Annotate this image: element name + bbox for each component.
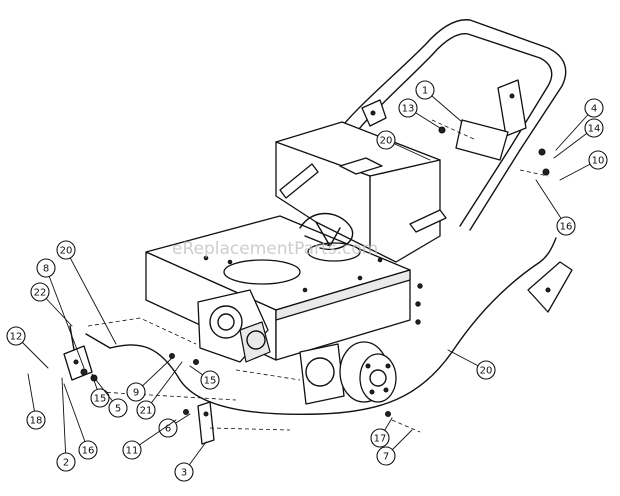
callout-circle: [588, 150, 608, 170]
callout-13: 13: [398, 98, 441, 129]
callout-circle: [122, 440, 142, 460]
callout-circle: [30, 282, 50, 302]
callout-label: 15: [204, 376, 217, 387]
callout-circle: [415, 80, 435, 100]
callout-leader: [65, 249, 117, 345]
callout-21: 21: [136, 361, 183, 420]
callout-label: 6: [165, 424, 171, 435]
callout-16: 16: [63, 383, 98, 460]
handle-bracket-left: [361, 99, 387, 127]
pedal-bracket: [527, 261, 573, 313]
callout-circle: [6, 326, 26, 346]
callout-7: 7: [376, 429, 413, 466]
callout-leader: [61, 377, 67, 463]
callout-label: 16: [82, 446, 95, 457]
callout-label: 13: [402, 104, 415, 115]
hardware: [80, 126, 550, 417]
callout-circle: [158, 418, 178, 438]
callout-circle: [584, 118, 604, 138]
callout-leader: [63, 383, 89, 451]
callout-label: 20: [480, 366, 493, 377]
callout-20: 20: [447, 349, 496, 380]
callout-circle: [174, 462, 194, 482]
callout-label: 18: [30, 416, 43, 427]
callouts: 1132041410162082212181551629211561132017…: [6, 80, 608, 482]
callout-2: 2: [56, 377, 76, 472]
shift-rod: [197, 401, 215, 445]
callout-14: 14: [553, 118, 604, 159]
callout-label: 8: [43, 264, 49, 275]
callout-circle: [370, 428, 390, 448]
callout-label: 11: [126, 446, 139, 457]
upper-housing: [275, 121, 447, 263]
callout-18: 18: [26, 373, 46, 430]
callout-label: 2: [63, 458, 69, 469]
callout-1: 1: [415, 80, 463, 123]
callout-15: 15: [189, 365, 220, 390]
callout-12: 12: [6, 326, 49, 369]
gearbox-left: [197, 289, 271, 363]
callout-label: 7: [383, 452, 389, 463]
callout-11: 11: [122, 419, 177, 460]
handle-bracket-right: [497, 79, 527, 137]
callout-20: 20: [376, 130, 431, 161]
callout-label: 15: [94, 394, 107, 405]
callout-circle: [90, 388, 110, 408]
callout-9: 9: [126, 357, 173, 402]
callout-circle: [584, 98, 604, 118]
callout-5: 5: [95, 379, 128, 418]
callout-10: 10: [559, 150, 608, 181]
handle-plate: [455, 119, 509, 161]
callout-circle: [200, 370, 220, 390]
callout-17: 17: [370, 417, 393, 448]
callout-circle: [108, 398, 128, 418]
callout-label: 1: [422, 86, 428, 97]
watermark: eReplacementParts.com: [172, 239, 378, 259]
callout-leader: [145, 361, 183, 411]
callout-circle: [376, 446, 396, 466]
callout-circle: [476, 360, 496, 380]
callout-circle: [126, 382, 146, 402]
callout-8: 8: [36, 258, 85, 369]
callout-15: 15: [90, 373, 110, 408]
callout-label: 5: [115, 404, 121, 415]
callout-circle: [56, 452, 76, 472]
callout-label: 14: [588, 124, 601, 135]
callout-16: 16: [535, 179, 576, 236]
callout-label: 12: [10, 332, 23, 343]
callout-circle: [56, 240, 76, 260]
callout-3: 3: [174, 441, 207, 482]
callout-label: 17: [374, 434, 387, 445]
callout-label: 4: [591, 104, 597, 115]
callout-label: 22: [34, 288, 47, 299]
callout-label: 3: [181, 468, 187, 479]
callout-label: 9: [133, 388, 139, 399]
callout-label: 20: [60, 246, 73, 257]
callout-circle: [556, 216, 576, 236]
callout-circle: [78, 440, 98, 460]
callout-22: 22: [30, 282, 73, 327]
callout-circle: [136, 400, 156, 420]
callout-circle: [398, 98, 418, 118]
callout-6: 6: [158, 413, 191, 438]
callout-20: 20: [56, 240, 117, 345]
callout-4: 4: [555, 98, 604, 151]
callout-label: 10: [592, 156, 605, 167]
callout-circle: [26, 410, 46, 430]
callout-label: 20: [380, 136, 393, 147]
callout-label: 16: [560, 222, 573, 233]
callout-circle: [36, 258, 56, 278]
wheel-hub: [299, 341, 397, 405]
control-cable: [85, 237, 557, 416]
callout-circle: [376, 130, 396, 150]
callout-label: 21: [140, 406, 153, 417]
